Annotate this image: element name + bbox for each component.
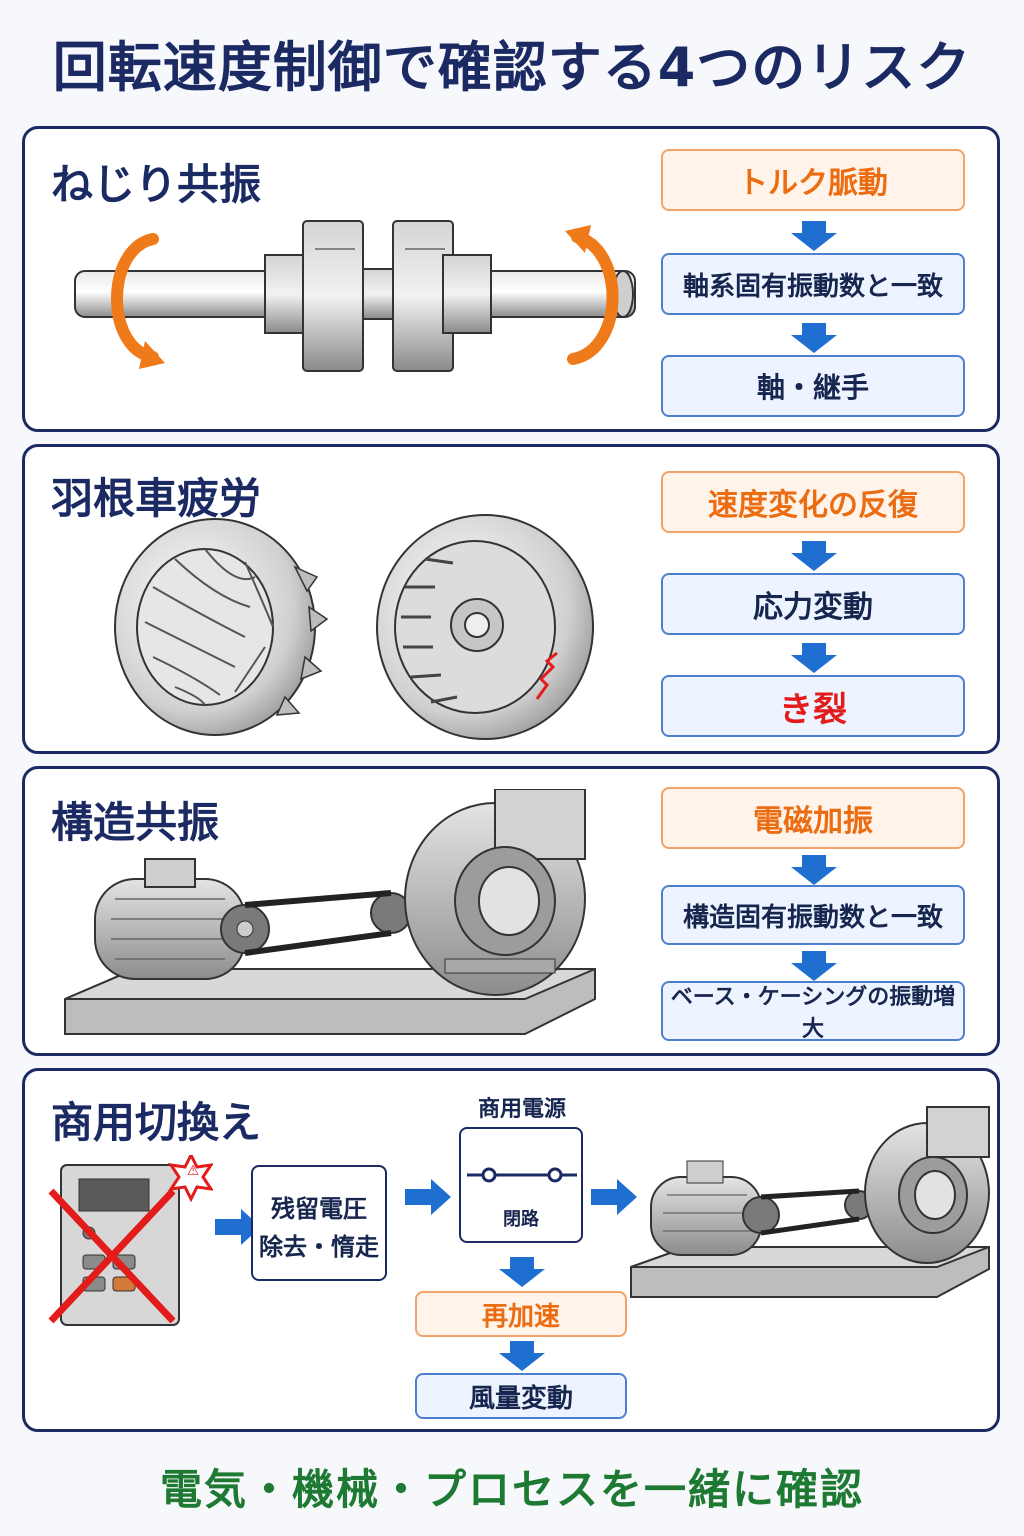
closed-switch-icon	[467, 1167, 577, 1183]
residual-voltage-line2: 除去・惰走	[259, 1233, 379, 1261]
motor-fan-unit-illustration	[630, 1106, 990, 1298]
flow-box-repeated-speed-change: 速度変化の反復	[661, 471, 965, 533]
down-arrow-icon	[791, 951, 837, 981]
rotation-arrow-left-icon	[111, 233, 159, 363]
warning-burst-icon	[167, 1155, 213, 1203]
down-arrow-icon	[791, 855, 837, 885]
warning-burst-label: ⚠	[186, 1163, 200, 1179]
flow-box-stress-fluctuation: 応力変動	[661, 573, 965, 635]
inverter-panel-crossed-illustration	[48, 1155, 213, 1326]
panel-impeller-fatigue: 羽根車疲労 速度変化の反復 応力変動	[22, 444, 1000, 754]
footer-message: 電気・機械・プロセスを一緒に確認	[159, 1465, 864, 1514]
down-arrow-icon	[791, 323, 837, 353]
flow-box-shaft-natural-frequency: 軸系固有振動数と一致	[661, 253, 965, 315]
right-arrow-icon	[405, 1179, 451, 1215]
section-title: ねじり共振	[51, 160, 262, 209]
down-arrow-icon	[791, 221, 837, 251]
down-arrow-icon	[499, 1257, 545, 1287]
flow-box-structure-natural-frequency: 構造固有振動数と一致	[661, 885, 965, 945]
commercial-power-label: 商用電源	[477, 1097, 566, 1122]
page-title: 回転速度制御で確認する4つのリスク	[52, 36, 972, 99]
flow-box-electromagnetic-excitation: 電磁加振	[661, 787, 965, 849]
section-title: 構造共振	[51, 798, 220, 847]
flow-box-torque-pulsation: トルク脈動	[661, 149, 965, 211]
rotation-arrow-right-icon	[567, 231, 619, 365]
panel-torsional-resonance: ねじり共振 トルク脈動 軸系固有振動数と一致 軸・継手	[22, 126, 1000, 432]
shaft-coupling-illustration	[74, 220, 636, 372]
motor-fan-base-illustration	[64, 789, 596, 1035]
flow-box-crack: き裂	[661, 675, 965, 737]
residual-voltage-line1: 残留電圧	[271, 1195, 367, 1223]
impeller-illustration	[114, 514, 594, 740]
residual-voltage-box: 残留電圧 除去・惰走	[251, 1165, 387, 1281]
closed-circuit-label: 閉路	[503, 1209, 539, 1230]
flow-box-shaft-coupling: 軸・継手	[661, 355, 965, 417]
right-arrow-icon	[215, 1209, 261, 1245]
down-arrow-icon	[499, 1341, 545, 1371]
section-title: 羽根車疲労	[51, 474, 262, 523]
flow-box-base-casing-vibration: ベース・ケーシングの振動増大	[661, 981, 965, 1042]
down-arrow-icon	[791, 643, 837, 673]
panel-commercial-switchover: 商用切換え ⚠ 残留電圧 除去・惰走 商用電源 閉路 再加速 風量変動	[22, 1068, 1000, 1432]
section-title: 商用切換え	[51, 1098, 262, 1147]
flow-box-airflow-fluctuation: 風量変動	[415, 1373, 627, 1419]
crack-mark-icon	[535, 651, 558, 700]
right-arrow-icon	[591, 1179, 637, 1215]
panel-structural-resonance: 構造共振 電磁加振 構造固有振動数と一致 ベース・ケーシングの振動増大	[22, 766, 1000, 1056]
down-arrow-icon	[791, 541, 837, 571]
flow-box-reacceleration: 再加速	[415, 1291, 627, 1337]
switch-box: 閉路	[459, 1127, 583, 1243]
